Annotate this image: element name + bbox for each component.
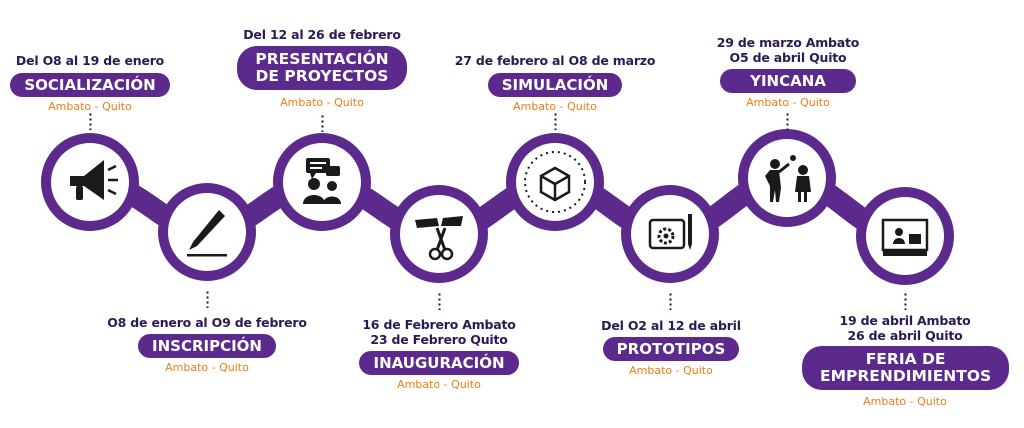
stage-date: Del O8 al 19 de enero [15,53,165,68]
pen-icon [187,210,227,257]
connector-dots [89,112,92,130]
node-inscripcion [158,183,256,281]
stage-title-pill: SIMULACIÓN [487,73,623,97]
stage-date: 23 de Febrero Quito [370,332,508,347]
node-simulacion [506,133,604,231]
stage-title-pill: PRESENTACIÓN DE PROYECTOS [237,46,407,90]
label-simulacion: 27 de febrero al O8 de marzo SIMULACIÓN … [446,53,664,114]
stage-location: Ambato - Quito [397,378,481,391]
node-prototipos [621,185,719,283]
stage-date: O8 de enero al O9 de febrero [107,315,307,330]
stage-location: Ambato - Quito [48,100,132,113]
node-feria [856,187,954,285]
connector-dots [321,114,324,132]
connector-dots [669,292,672,310]
stage-date: Del O2 al 12 de abril [601,318,741,333]
node-yincana [738,129,836,227]
stage-location: Ambato - Quito [629,364,713,377]
stage-date: Del 12 al 26 de febrero [243,27,401,42]
label-inauguracion: 16 de Febrero Ambato 23 de Febrero Quito… [350,317,528,392]
stage-date: 16 de Febrero Ambato [362,317,516,332]
stage-title-pill: YINCANA [720,69,856,93]
connector-dots [206,290,209,308]
stage-title-line: DE PROYECTOS [255,67,389,85]
presentation-icon [303,158,341,204]
stage-title-pill: FERIA DE EMPRENDIMIENTOS [802,346,1010,390]
stage-title-pill: INAUGURACIÓN [359,351,519,375]
people-game-icon [765,155,811,202]
stage-location: Ambato - Quito [280,96,364,109]
stage-title-line: EMPRENDIMIENTOS [820,367,992,385]
stage-date: 19 de abril Ambato [839,313,971,328]
stage-title-pill: INSCRIPCIÓN [138,334,276,358]
exhibition-booth-icon [881,218,929,256]
stage-title-pill: SOCIALIZACIÓN [10,73,170,97]
megaphone-icon [70,160,118,200]
node-socializacion [41,133,139,231]
scissors-ribbon-icon [415,216,463,261]
stage-date: 26 de abril Quito [847,328,963,343]
stage-date: O5 de abril Quito [729,50,847,65]
connector-dots [904,292,907,310]
stage-date: 27 de febrero al O8 de marzo [454,53,656,68]
node-presentacion [273,133,371,231]
blueprint-gear-icon [648,214,692,250]
stage-location: Ambato - Quito [746,96,830,109]
label-yincana: 29 de marzo Ambato O5 de abril Quito YIN… [700,35,876,110]
label-feria: 19 de abril Ambato 26 de abril Quito FER… [802,313,1010,409]
label-socializacion: Del O8 al 19 de enero SOCIALIZACIÓN Amba… [4,53,176,114]
stage-location: Ambato - Quito [165,361,249,374]
connector-dots [554,112,557,130]
3d-box-icon [539,166,571,202]
label-inscripcion: O8 de enero al O9 de febrero INSCRIPCIÓN… [100,315,314,375]
stage-location: Ambato - Quito [863,395,947,408]
stage-location: Ambato - Quito [513,100,597,113]
connector-dots [438,292,441,310]
stage-title-pill: PROTOTIPOS [602,337,740,361]
label-prototipos: Del O2 al 12 de abril PROTOTIPOS Ambato … [580,318,762,378]
stage-date: 29 de marzo Ambato [716,35,860,50]
stage-title-line: FERIA DE [865,350,946,368]
node-inauguracion [390,185,488,283]
stage-title-line: PRESENTACIÓN [255,50,389,68]
connector-dots [786,112,789,130]
label-presentacion: Del 12 al 26 de febrero PRESENTACIÓN DE … [222,27,422,110]
